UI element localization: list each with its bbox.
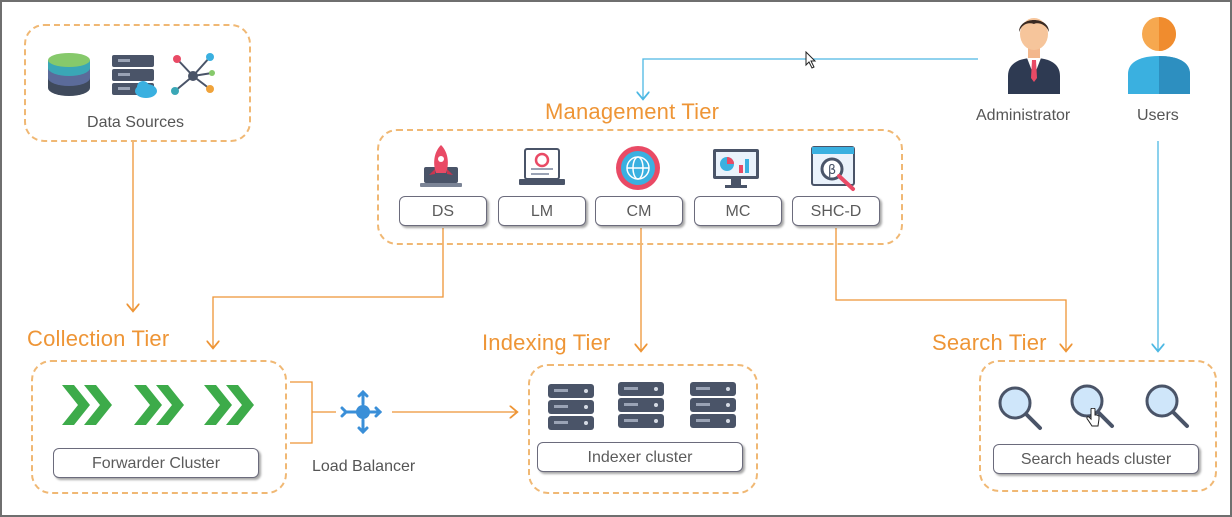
indexer-server-2-icon	[618, 382, 664, 428]
indexer-server-3-icon	[690, 382, 736, 428]
indexing-tier-title: Indexing Tier	[482, 330, 611, 355]
collection-tier-group	[31, 360, 287, 494]
indexer-server-1-icon	[548, 384, 594, 430]
license-page-icon	[519, 148, 565, 185]
search-head-1-icon	[998, 386, 1042, 430]
indexing-tier-group	[528, 364, 758, 494]
indexer-cluster-box[interactable]: Indexer cluster	[537, 442, 743, 472]
administrator-label: Administrator	[976, 107, 1071, 124]
shcd-component-box[interactable]: SHC-D	[792, 196, 880, 226]
database-icon	[48, 53, 90, 96]
ds-component-box[interactable]: DS	[399, 196, 487, 226]
search-head-3-icon	[1145, 384, 1189, 428]
ds-to-collection-arrow	[213, 228, 444, 347]
management-tier-group	[377, 129, 903, 245]
monitor-chart-icon	[713, 149, 759, 188]
collection-tier-title: Collection Tier	[27, 326, 170, 351]
admin-to-management-arrow	[643, 58, 978, 98]
search-heads-cluster-box[interactable]: Search heads cluster	[993, 444, 1199, 474]
forwarder-chevrons-icon	[62, 385, 254, 425]
rocket-laptop-icon	[420, 145, 462, 187]
load-balancer-icon	[340, 390, 383, 435]
search-window-icon: β	[811, 146, 855, 191]
lm-component-box[interactable]: LM	[498, 196, 586, 226]
forwarder-cluster-box[interactable]: Forwarder Cluster	[53, 448, 259, 478]
network-nodes-icon	[171, 53, 215, 95]
forwarder-to-lb-bracket	[290, 381, 336, 444]
cm-component-box[interactable]: CM	[595, 196, 683, 226]
globe-gear-icon	[616, 146, 660, 190]
data-sources-group	[24, 24, 251, 142]
management-tier-title: Management Tier	[545, 99, 720, 124]
load-balancer-label: Load Balancer	[312, 458, 416, 475]
shcd-to-search-arrow	[835, 228, 1066, 350]
users-avatar-icon	[1128, 17, 1190, 94]
mc-component-box[interactable]: MC	[694, 196, 782, 226]
users-label: Users	[1137, 107, 1179, 124]
mouse-pointer-icon	[805, 51, 817, 69]
cloud-server-icon	[112, 55, 157, 98]
administrator-avatar-icon	[1008, 18, 1060, 94]
hand-cursor-icon	[1086, 408, 1100, 427]
data-sources-label: Data Sources	[87, 114, 184, 131]
search-tier-group	[979, 360, 1217, 492]
svg-text:β: β	[828, 163, 836, 178]
search-tier-title: Search Tier	[932, 330, 1047, 355]
